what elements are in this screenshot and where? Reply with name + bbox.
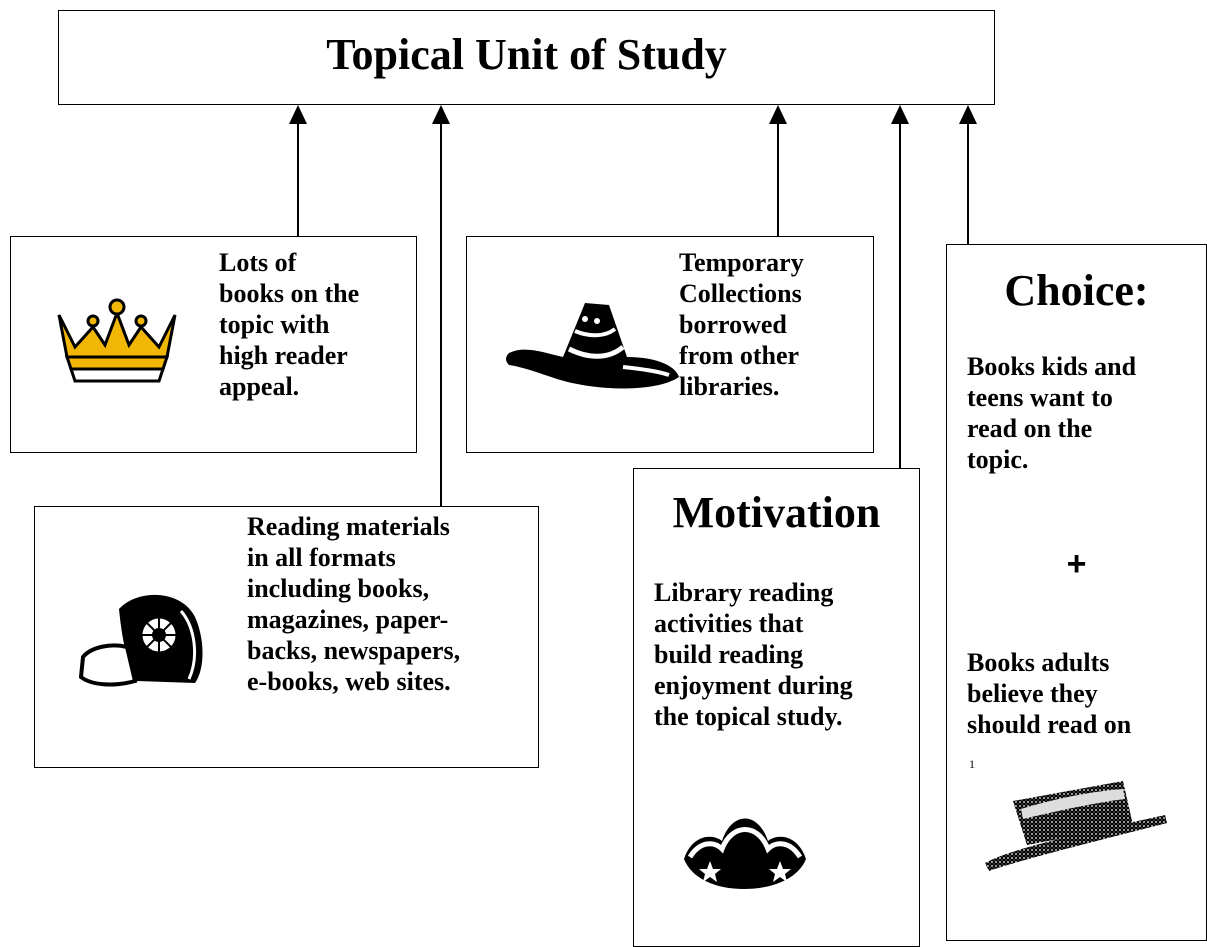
choice-text-adults: Books adults believe they should read on [967,648,1132,739]
arrowhead-choice [959,105,977,124]
choice-box: Choice: Books kids and teens want to rea… [946,244,1207,941]
top-hat-icon [985,781,1167,871]
lots-of-books-box: Lots of books on the topic with high rea… [10,236,417,453]
reading-materials-text: Reading materials in all formats includi… [247,512,461,696]
arrowhead-temporary [769,105,787,124]
arrowhead-lots [289,105,307,124]
temporary-collections-text: Temporary Collections borrowed from othe… [679,248,804,401]
motivation-box: Motivation Library reading activities th… [633,468,920,947]
temporary-collections-box: Temporary Collections borrowed from othe… [466,236,874,453]
plus-sign: + [1066,545,1087,583]
diagram-title: Topical Unit of Study [326,30,727,79]
title-box: Topical Unit of Study [58,10,995,105]
reading-materials-box: Reading materials in all formats includi… [34,506,539,768]
arrowhead-motivation [891,105,909,124]
lots-of-books-text: Lots of books on the topic with high rea… [219,248,360,401]
choice-text-kids: Books kids and teens want to read on the… [967,352,1137,474]
tricorn-hat-icon [684,818,806,889]
arrowhead-reading [432,105,450,124]
witch-hat-icon [506,303,679,389]
motivation-text: Library reading activities that build re… [654,578,853,731]
cap-icon [78,594,203,687]
choice-footnote: 1 [969,757,975,771]
motivation-heading: Motivation [672,488,881,537]
choice-heading: Choice: [1004,266,1149,315]
crown-icon [57,298,177,383]
